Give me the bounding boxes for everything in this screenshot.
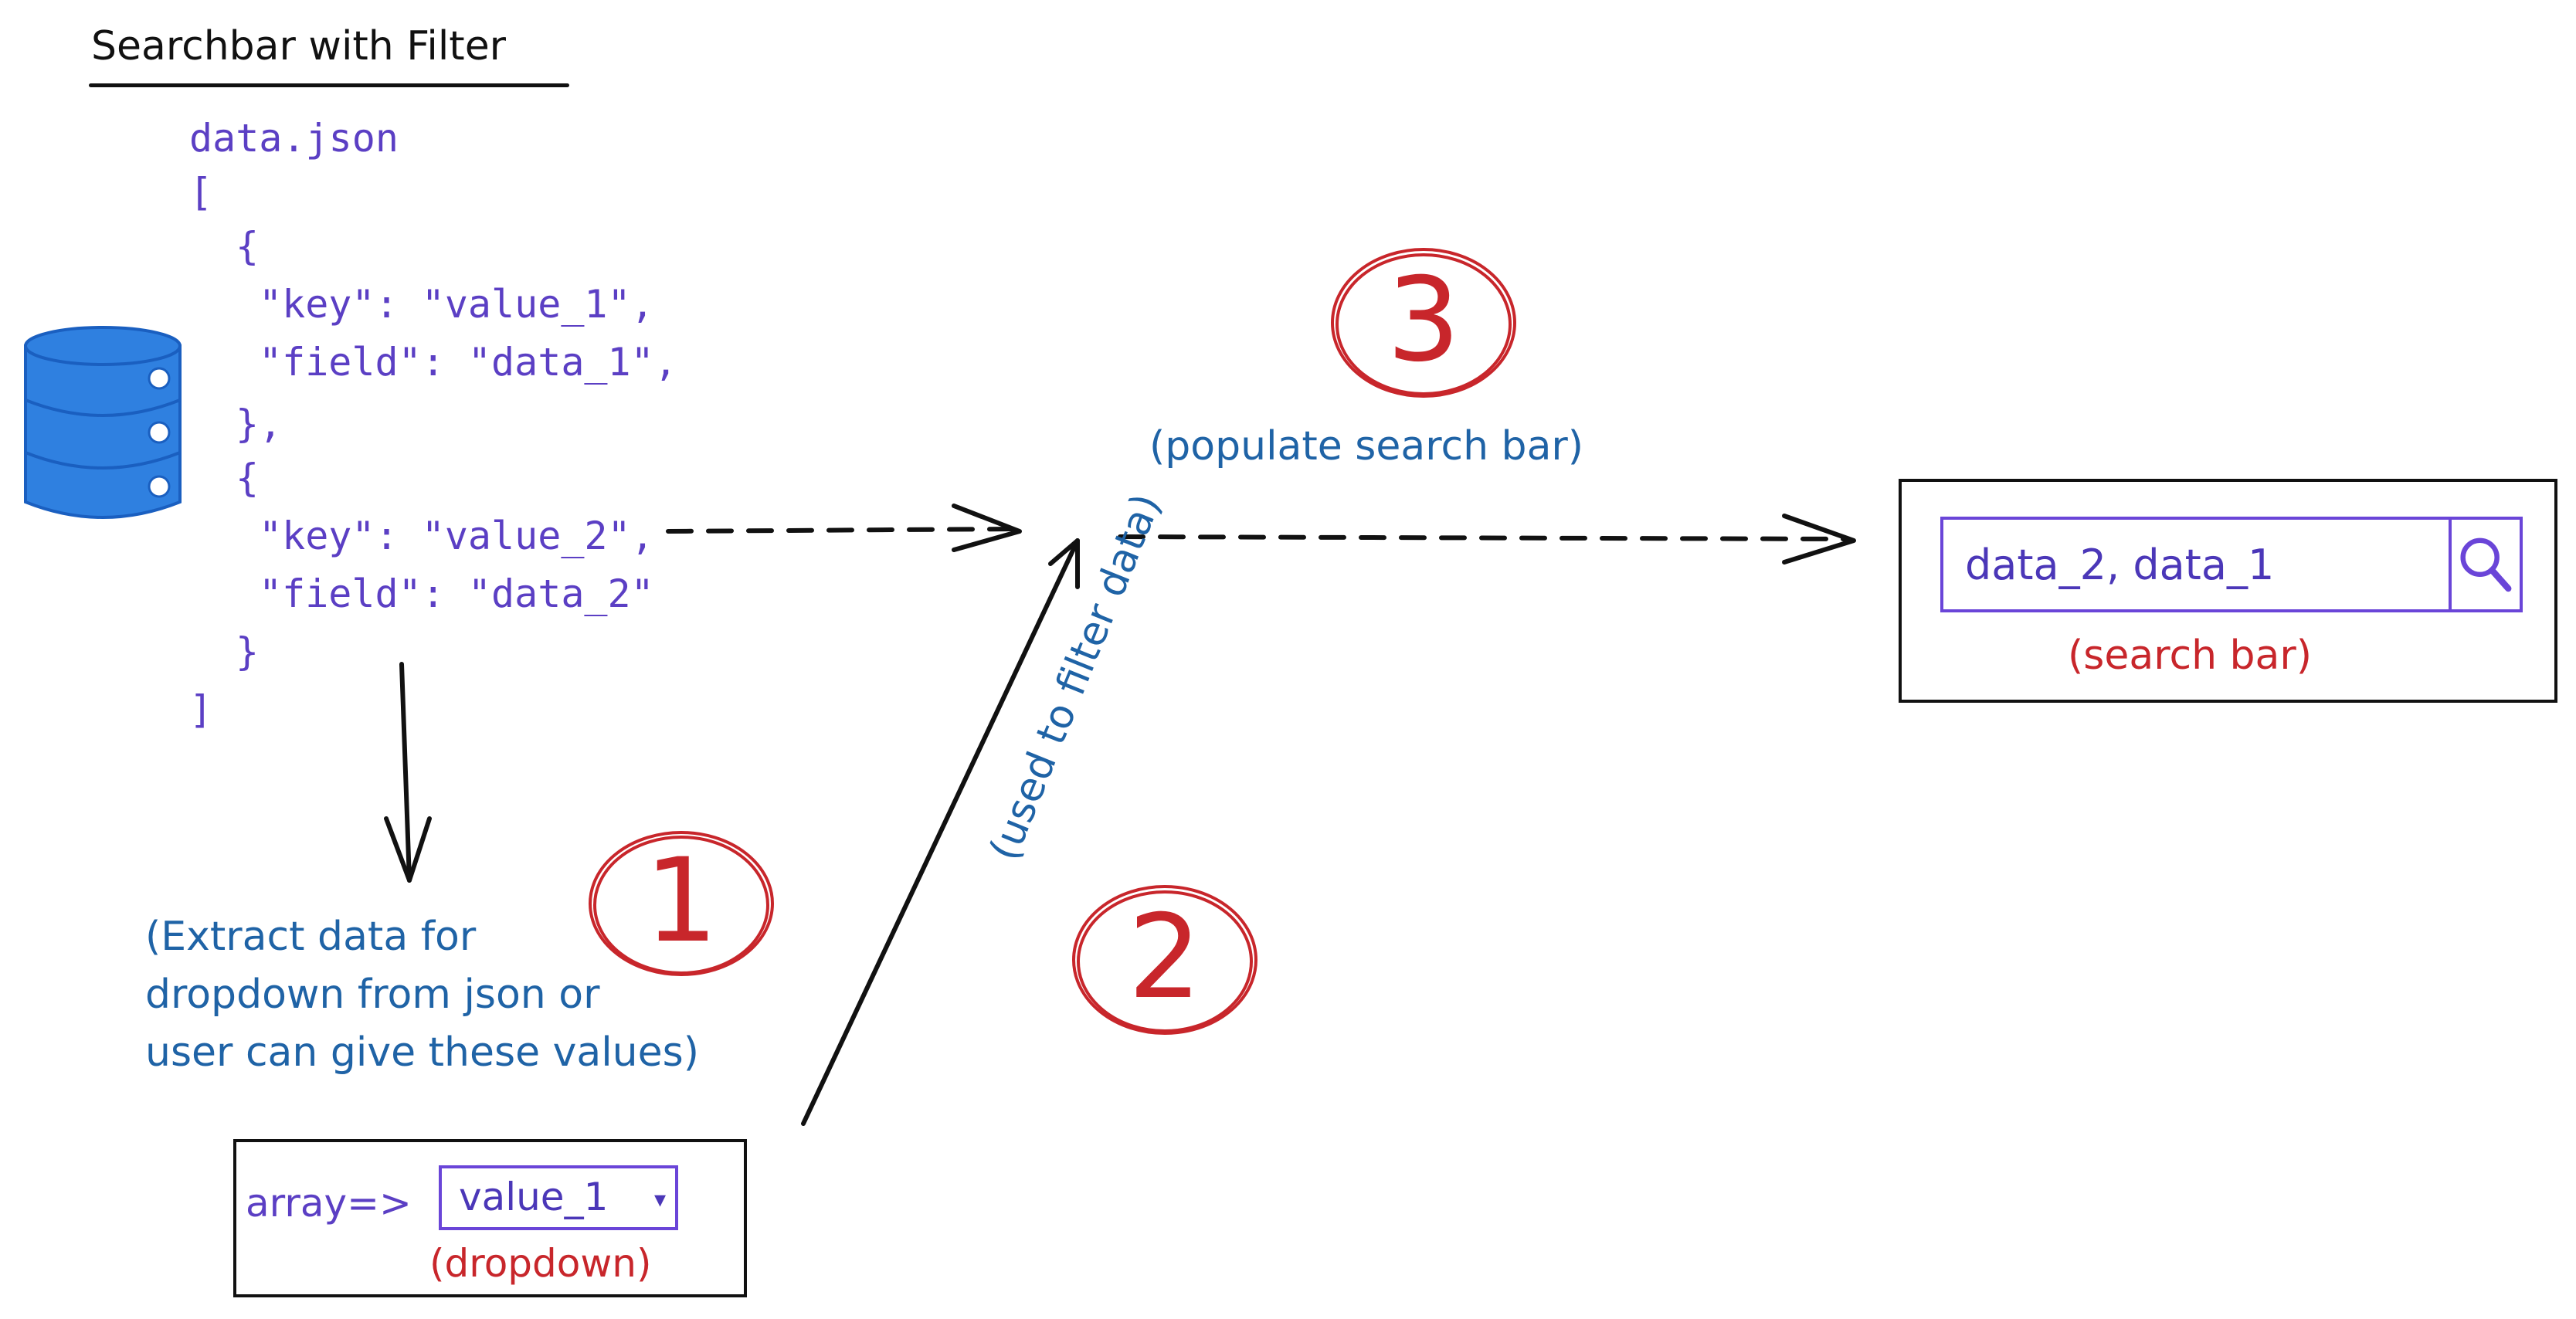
dropdown-selected-value: value_1 xyxy=(459,1175,609,1219)
step2-circle-inner xyxy=(1077,890,1253,1032)
dashed-arrow-head-center xyxy=(952,504,1022,552)
json-line: }, xyxy=(236,402,283,446)
json-line: "key": "value_2", xyxy=(259,514,654,558)
step3-circle-inner xyxy=(1336,253,1512,395)
step2-number: 2 xyxy=(1128,890,1202,1025)
json-line: "field": "data_2" xyxy=(259,571,654,616)
json-line: ] xyxy=(189,687,213,732)
dashed-arrow-head-search xyxy=(1782,514,1856,565)
json-filename: data.json xyxy=(189,116,399,161)
extract-note-line2: dropdown from json or xyxy=(145,971,600,1018)
down-arrow-head xyxy=(384,816,432,883)
dashed-arrow-to-center xyxy=(666,527,1014,534)
dropdown-prefix: array=> xyxy=(246,1181,412,1226)
step3-circle xyxy=(1331,248,1516,398)
populate-note: (populate search bar) xyxy=(1149,423,1584,470)
search-button[interactable] xyxy=(2449,517,2523,612)
step2-circle xyxy=(1072,885,1257,1035)
title-underline xyxy=(89,83,569,87)
dropdown-select[interactable]: value_1 ▾ xyxy=(439,1165,678,1230)
dropdown-caption: (dropdown) xyxy=(429,1241,652,1286)
step1-number: 1 xyxy=(644,834,718,968)
dropdown-caret-icon: ▾ xyxy=(653,1186,666,1213)
json-line: } xyxy=(236,629,260,674)
search-bar-frame: data_2, data_1 (search bar) xyxy=(1899,479,2557,703)
database-icon xyxy=(24,326,182,519)
search-bar-caption: (search bar) xyxy=(2068,632,2313,679)
search-input[interactable]: data_2, data_1 xyxy=(1940,517,2452,612)
step3-number: 3 xyxy=(1386,253,1461,388)
dashed-arrow-to-search xyxy=(1118,534,1848,541)
json-line: [ xyxy=(189,170,213,215)
extract-note-line1: (Extract data for xyxy=(145,914,477,960)
json-line: { xyxy=(236,456,260,500)
json-line: "key": "value_1", xyxy=(259,282,654,327)
json-line: "field": "data_1", xyxy=(259,340,677,385)
extract-note-line3: user can give these values) xyxy=(145,1029,700,1076)
dropdown-frame: array=> value_1 ▾ (dropdown) xyxy=(233,1139,747,1297)
filter-arrow xyxy=(801,538,1080,1126)
down-arrow xyxy=(399,662,412,883)
diagram-title: Searchbar with Filter xyxy=(91,23,507,70)
step1-circle-inner xyxy=(593,836,769,975)
search-icon xyxy=(2460,537,2512,592)
json-line: { xyxy=(236,224,260,269)
filter-arrow-head xyxy=(1048,538,1080,589)
